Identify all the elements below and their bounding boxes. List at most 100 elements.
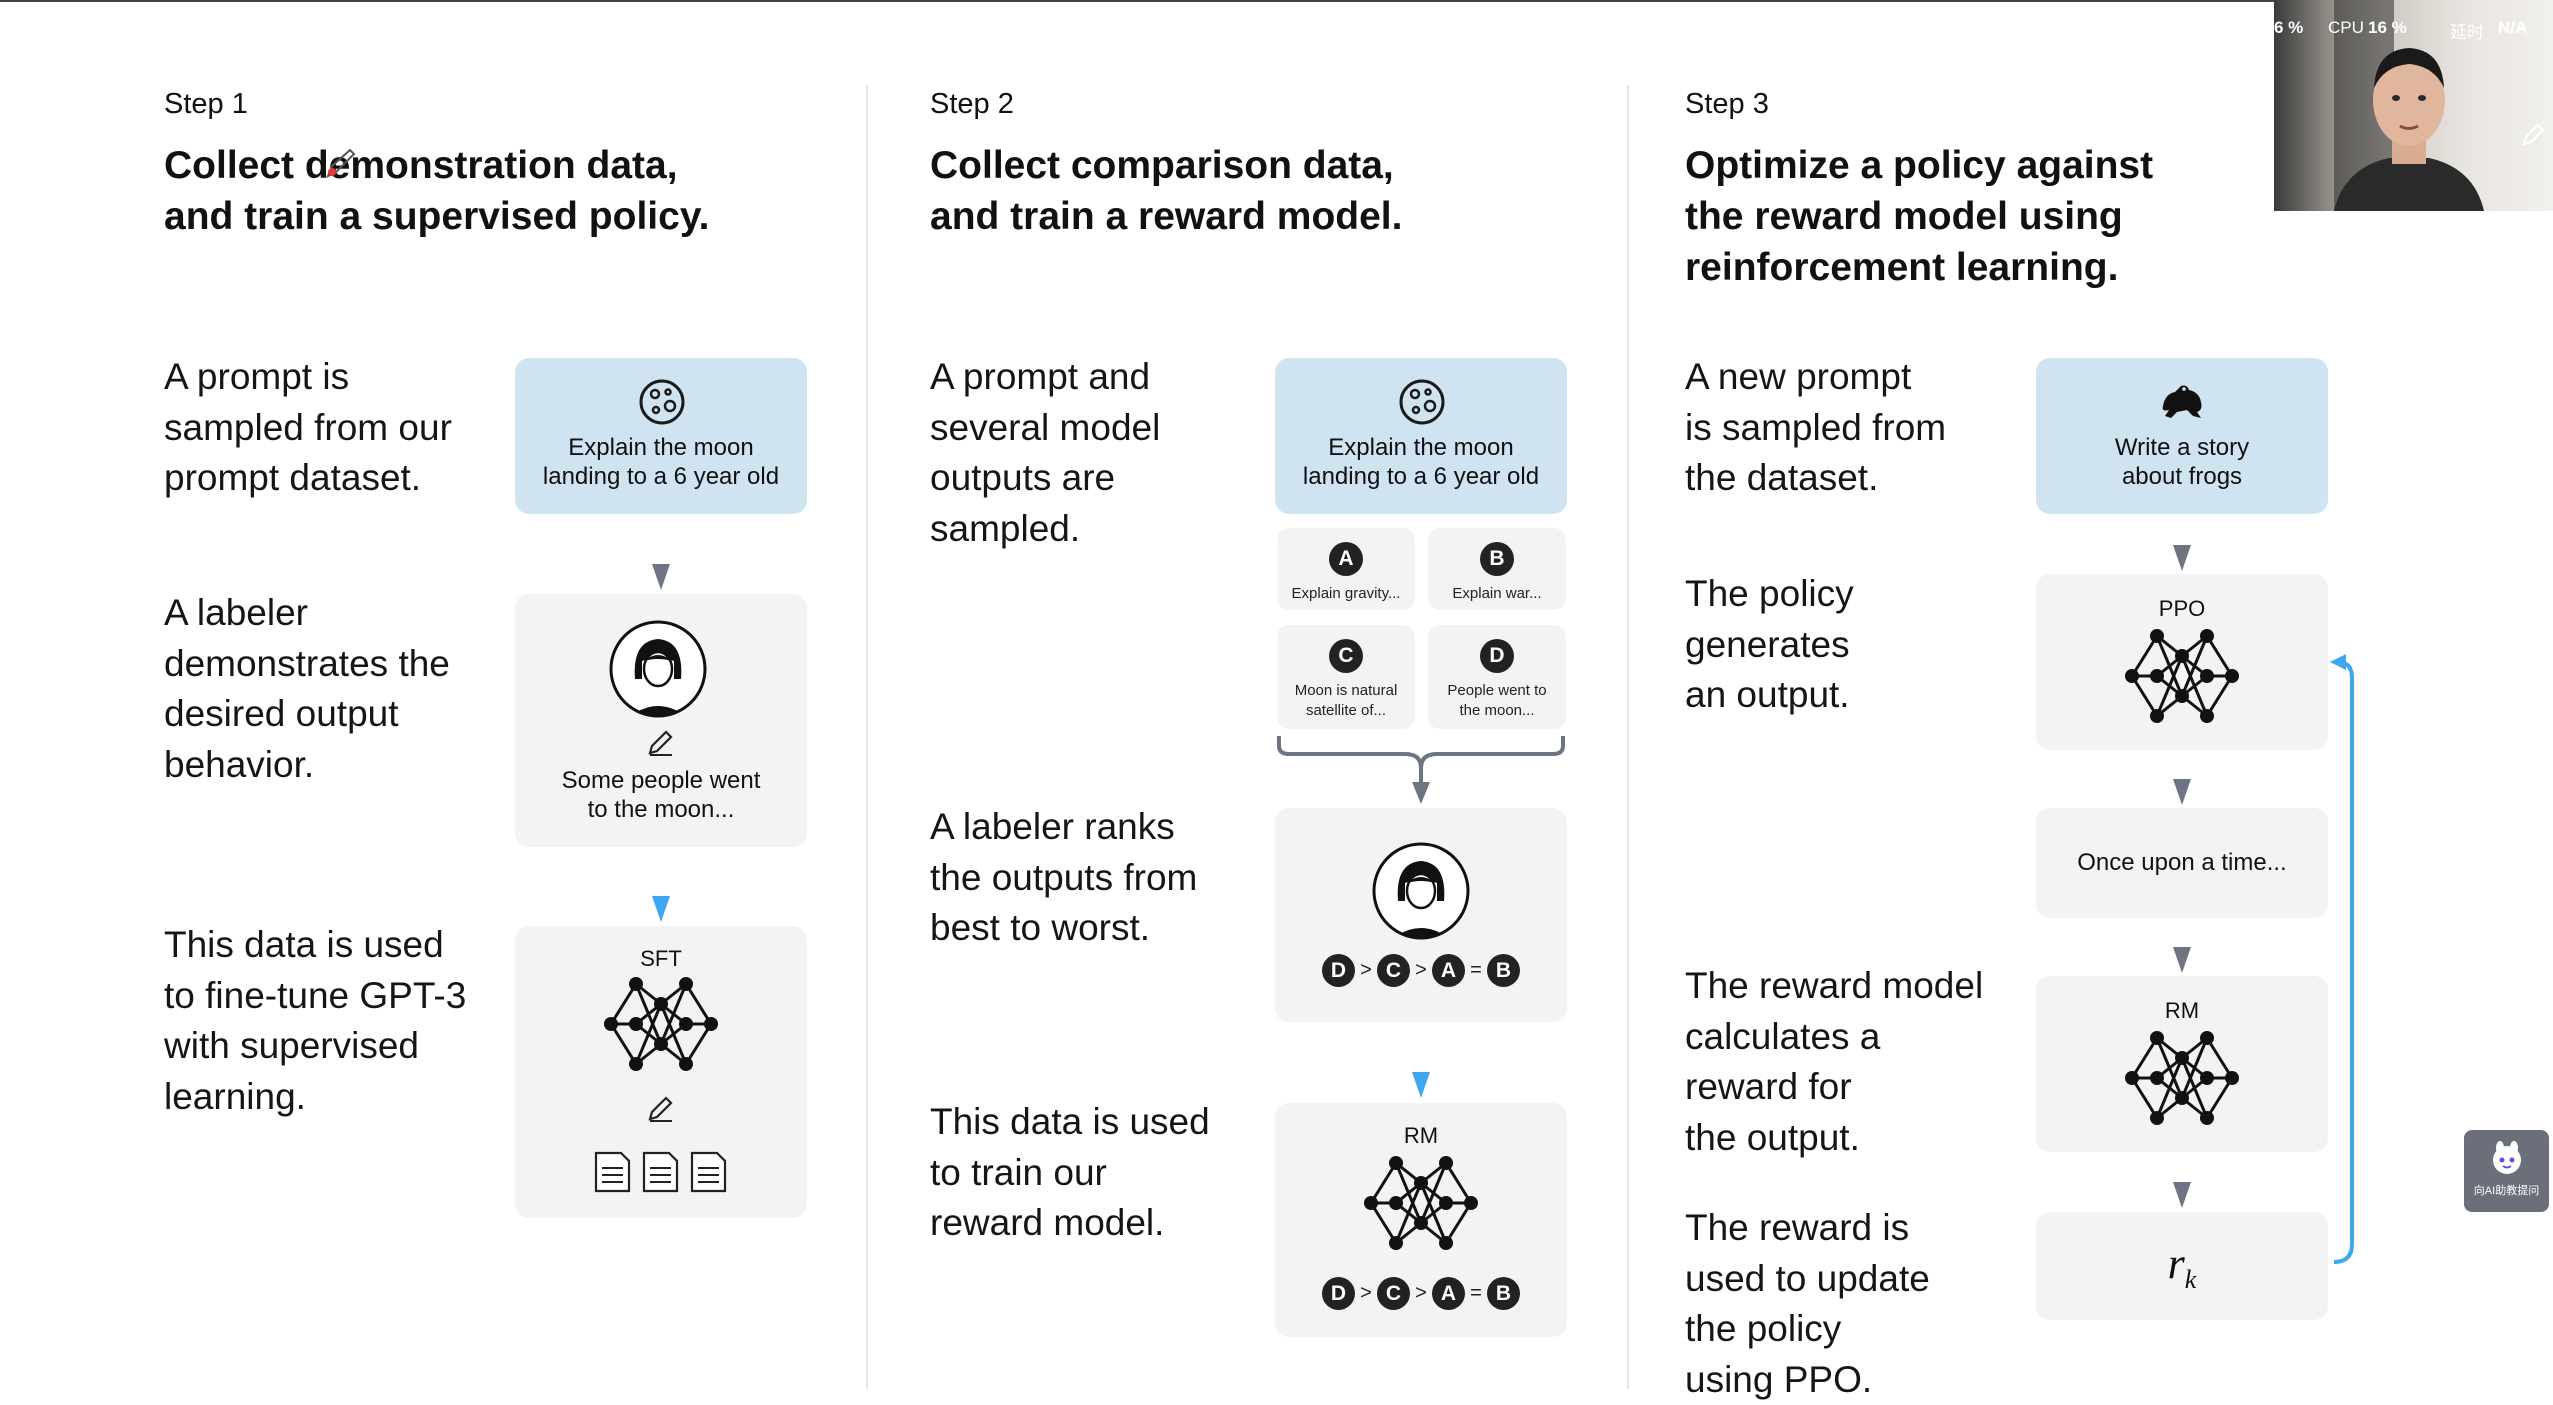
step3-arrow-1	[2173, 545, 2191, 571]
rank-symbol: >	[1415, 1282, 1427, 1304]
pencil-icon	[648, 1096, 673, 1122]
option-card-b: B Explain war...	[1428, 528, 1566, 610]
rank-badge: D	[1322, 1277, 1355, 1310]
step1-arrow-1	[652, 564, 670, 590]
step1-arrow-2	[652, 896, 670, 922]
step3-arrow-2	[2173, 779, 2191, 805]
step1-desc-finetune: This data is used to fine-tune GPT-3 wit…	[164, 924, 467, 1117]
option-badge: A	[1329, 542, 1363, 576]
ppo-label: PPO	[2158, 596, 2206, 621]
step1-sft-box: SFT	[515, 926, 807, 1218]
cpu-stat: 16 %	[2368, 18, 2407, 37]
rank-symbol: >	[1360, 959, 1372, 981]
rank-symbol: >	[1415, 959, 1427, 981]
step3-arrow-3	[2173, 947, 2191, 973]
step1-demo-box: Some people went to the moon...	[515, 594, 807, 847]
step2-desc-ranks: A labeler ranks the outputs from best to…	[930, 806, 1198, 948]
step1-title: Collect demonstration data, and train a …	[164, 140, 709, 242]
rm-label: RM	[1403, 1123, 1439, 1148]
documents-icon	[594, 1151, 727, 1193]
neural-network-icon	[2125, 629, 2239, 723]
rank-symbol: >	[1360, 1282, 1372, 1304]
rank-badge: D	[1322, 954, 1355, 987]
cpu-label: CPU	[2328, 18, 2364, 37]
presenter-video	[2334, 48, 2484, 211]
step3-output-box: Once upon a time...	[2036, 808, 2328, 918]
step3-desc-reward-model: The reward model calculates a reward for…	[1685, 965, 1984, 1158]
step1-prompt-text: Explain the moon landing to a 6 year old	[542, 434, 780, 490]
reward-box: rk	[2036, 1212, 2328, 1320]
moon-icon	[1399, 379, 1445, 425]
step2-title-line1: Collect comparison data,	[930, 144, 1394, 187]
step1-desc-prompt: A prompt is sampled from our prompt data…	[164, 356, 452, 498]
rank-badge: B	[1487, 954, 1520, 987]
step1-label: Step 1	[164, 88, 248, 120]
ai-assistant-label: 向AI助教提问	[2473, 1185, 2540, 1197]
pencil-icon	[648, 730, 673, 756]
step1-demo-text: Some people went to the moon...	[561, 767, 761, 823]
labeler-avatar-icon	[609, 620, 707, 718]
step2-prompt-box: Explain the moon landing to a 6 year old	[1275, 358, 1567, 514]
rank-badge: B	[1487, 1277, 1520, 1310]
step2-desc-train-rm: This data is used to train our reward mo…	[930, 1101, 1210, 1243]
step1-prompt-box: Explain the moon landing to a 6 year old	[515, 358, 807, 514]
rank-badge: A	[1432, 954, 1465, 987]
window-top-border	[0, 0, 2553, 2]
option-badge: C	[1329, 639, 1363, 673]
rank-symbol: =	[1470, 959, 1482, 981]
option-badge: D	[1480, 639, 1514, 673]
option-text: People went to the moon...	[1447, 682, 1547, 719]
pen-tool-icon[interactable]	[2518, 120, 2548, 150]
step2-label: Step 2	[930, 88, 1014, 120]
step1-title-line1: Collect demonstration data,	[164, 144, 678, 187]
rank-badge: C	[1377, 954, 1410, 987]
option-card-a: A Explain gravity...	[1277, 528, 1415, 610]
step3-prompt-text: Write a story about frogs	[2114, 434, 2250, 490]
step2-ranking-box: D > C > A = B	[1275, 808, 1567, 1022]
rm-label: RM	[2164, 998, 2200, 1023]
option-text: Explain war...	[1452, 585, 1542, 602]
step2-rm-box: RM D > C > A = B	[1275, 1103, 1567, 1337]
ranking-row: D > C > A = B	[1275, 1277, 1567, 1310]
step3-rm-box: RM	[2036, 976, 2328, 1152]
option-text: Explain gravity...	[1291, 585, 1401, 602]
option-card-c: C Moon is natural satellite of...	[1277, 625, 1415, 729]
sft-label: SFT	[640, 946, 682, 971]
frog-icon	[2162, 385, 2202, 418]
option-badge: B	[1480, 542, 1514, 576]
step2-title-line2: and train a reward model.	[930, 195, 1403, 238]
step3-desc-update: The reward is used to update the policy …	[1685, 1207, 1930, 1400]
step3-prompt-box: Write a story about frogs	[2036, 358, 2328, 514]
step3-desc-new-prompt: A new prompt is sampled from the dataset…	[1685, 356, 1947, 498]
delay-label: 延时	[2450, 23, 2484, 42]
neural-network-icon	[1364, 1156, 1478, 1250]
step1-desc-labeler: A labeler demonstrates the desired outpu…	[164, 592, 450, 785]
merge-bracket-arrow	[1277, 736, 1565, 804]
ai-assistant-button[interactable]: 向AI助教提问	[2464, 1130, 2549, 1212]
labeler-avatar-icon	[1372, 842, 1470, 940]
step2-arrow-blue	[1412, 1072, 1430, 1098]
memory-stat: 6 %	[2274, 18, 2304, 37]
pencil-cursor-icon	[326, 148, 356, 179]
neural-network-icon	[604, 977, 718, 1071]
webcam-overlay: 6 % CPU 16 % 延时 N/A	[2274, 0, 2553, 211]
step3-output-text: Once upon a time...	[2077, 849, 2287, 876]
reward-symbol: rk	[2167, 1239, 2197, 1294]
step3-label: Step 3	[1685, 88, 1769, 120]
step3-desc-policy: The policy generates an output.	[1685, 573, 1854, 715]
ppo-update-loop-arrow	[2330, 654, 2354, 1264]
rank-symbol: =	[1470, 1282, 1482, 1304]
step2-prompt-text: Explain the moon landing to a 6 year old	[1302, 434, 1540, 490]
moon-icon	[639, 379, 685, 425]
ai-assistant-icon	[2493, 1141, 2521, 1174]
step3-title: Optimize a policy against the reward mod…	[1685, 144, 2154, 289]
step3-arrow-4	[2173, 1182, 2191, 1208]
rank-badge: A	[1432, 1277, 1465, 1310]
ppo-policy-box: PPO	[2036, 574, 2328, 750]
neural-network-icon	[2125, 1031, 2239, 1125]
option-text: Moon is natural satellite of...	[1294, 682, 1398, 719]
rank-badge: C	[1377, 1277, 1410, 1310]
column-divider-2	[1627, 85, 1629, 1389]
option-card-d: D People went to the moon...	[1428, 625, 1566, 729]
step2-title: Collect comparison data, and train a rew…	[930, 140, 1402, 242]
